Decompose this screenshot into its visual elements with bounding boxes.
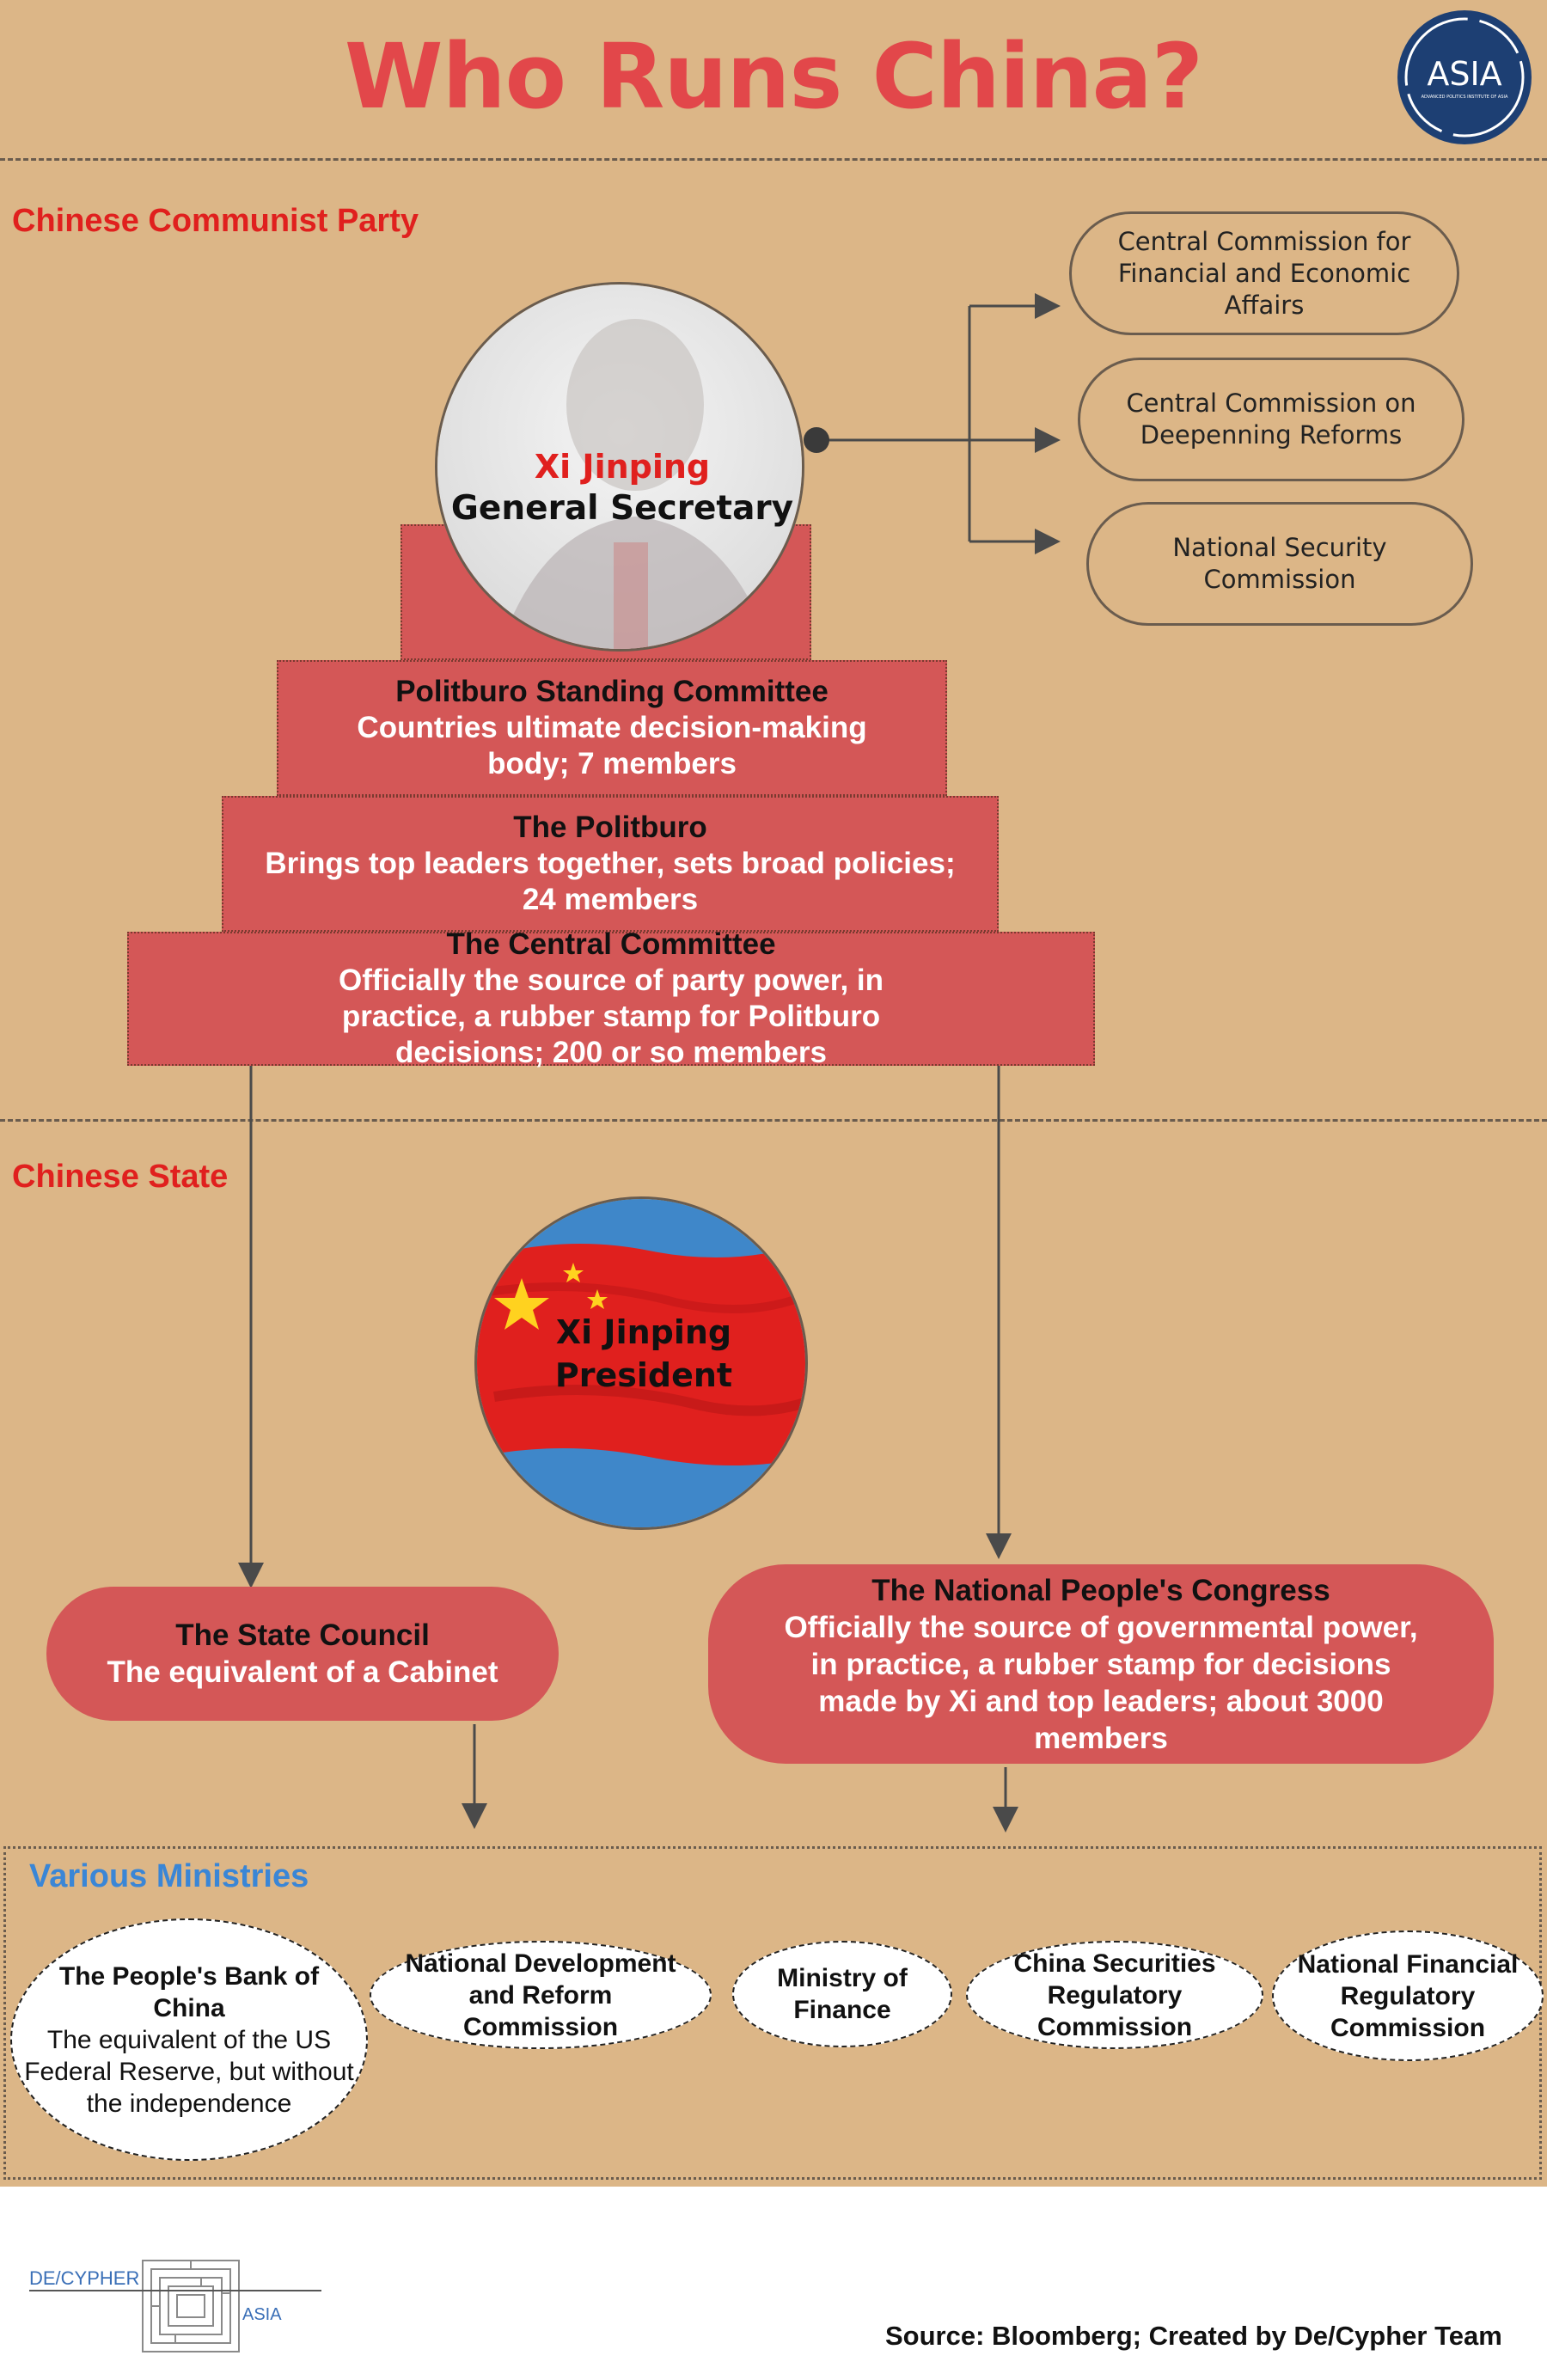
logo-rule bbox=[29, 2290, 321, 2291]
ministry-finance-title: Ministry of Finance bbox=[777, 1964, 908, 2024]
page-title: Who Runs China? bbox=[344, 24, 1203, 129]
source-credit: Source: Bloomberg; Created by De/Cypher … bbox=[885, 2321, 1502, 2351]
party-section-label: Chinese Communist Party bbox=[12, 203, 419, 239]
decypher-logo: DE/CYPHER ASIA bbox=[29, 2259, 321, 2353]
maze-icon bbox=[142, 2260, 240, 2352]
ministry-peoples-bank-title: The People's Bank of China bbox=[58, 1961, 320, 2022]
npc-title: The National People's Congress bbox=[871, 1573, 1330, 1607]
npc-pill: The National People's Congress Officiall… bbox=[708, 1564, 1494, 1764]
logo-brand-right: ASIA bbox=[242, 2305, 282, 2324]
portrait-placeholder-icon bbox=[437, 284, 802, 649]
connector-lines bbox=[238, 293, 1061, 1832]
commission-financial-economic: Central Commission for Financial and Eco… bbox=[1069, 211, 1459, 335]
state-council-desc: The equivalent of a Cabinet bbox=[107, 1655, 498, 1689]
party-leader-role: General Secretary bbox=[450, 489, 794, 528]
logo-text: ASIA bbox=[1427, 55, 1502, 93]
ministries-container bbox=[3, 1846, 1542, 2180]
top-divider bbox=[0, 158, 1547, 161]
state-council-title: The State Council bbox=[175, 1618, 430, 1652]
china-flag-icon bbox=[477, 1199, 805, 1527]
tier-standing-committee: Politburo Standing Committee Countries u… bbox=[277, 660, 947, 796]
party-leader-name: Xi Jinping bbox=[534, 448, 711, 486]
state-section-label: Chinese State bbox=[12, 1159, 229, 1195]
tier-standing-committee-title: Politburo Standing Committee bbox=[395, 675, 829, 708]
ministry-ndrc: National Development and Reform Commissi… bbox=[370, 1941, 712, 2049]
tier-central-committee-title: The Central Committee bbox=[446, 927, 776, 961]
npc-desc: Officially the source of governmental po… bbox=[784, 1610, 1418, 1755]
commission-national-security: National Security Commission bbox=[1086, 502, 1473, 626]
president-flag-circle: Xi Jinping President bbox=[474, 1196, 808, 1530]
ministries-label: Various Ministries bbox=[29, 1858, 309, 1894]
tier-central-committee: The Central Committee Officially the sou… bbox=[127, 927, 1095, 1069]
tier-central-committee-desc: Officially the source of party power, in… bbox=[338, 964, 884, 1069]
tier-standing-committee-desc: Countries ultimate decision-making body;… bbox=[357, 711, 867, 780]
ministry-finance: Ministry of Finance bbox=[732, 1941, 952, 2047]
ministry-peoples-bank: The People's Bank of China The equivalen… bbox=[10, 1918, 368, 2161]
state-council-pill: The State Council The equivalent of a Ca… bbox=[46, 1587, 559, 1721]
tier-politburo: The Politburo Brings top leaders togethe… bbox=[222, 796, 999, 932]
asia-logo: ASIA ADVANCED POLITICS INSTITUTE OF ASIA bbox=[1397, 10, 1532, 144]
tier-politburo-title: The Politburo bbox=[513, 811, 707, 844]
commission-deepening-reforms: Central Commission on Deepenning Reforms bbox=[1078, 358, 1464, 481]
ministry-nfrc-title: National Financial Regulatory Commission bbox=[1297, 1949, 1519, 2042]
state-leader-role: President bbox=[554, 1356, 733, 1394]
tier-politburo-desc: Brings top leaders together, sets broad … bbox=[265, 847, 956, 916]
connector-dot-icon bbox=[804, 427, 829, 453]
ministry-csrc-title: China Securities Regulatory Commission bbox=[1013, 1949, 1216, 2041]
ministry-ndrc-title: National Development and Reform Commissi… bbox=[405, 1949, 676, 2041]
ministry-peoples-bank-desc: The equivalent of the US Federal Reserve… bbox=[24, 2025, 354, 2118]
logo-ring-icon bbox=[1404, 17, 1525, 138]
general-secretary-portrait: Xi Jinping General Secretary bbox=[435, 282, 804, 652]
middle-divider bbox=[0, 1119, 1547, 1122]
logo-brand-left: DE/CYPHER bbox=[29, 2267, 140, 2289]
state-leader-name: Xi Jinping bbox=[555, 1313, 732, 1351]
ministry-csrc: China Securities Regulatory Commission bbox=[966, 1941, 1263, 2049]
logo-subtext: ADVANCED POLITICS INSTITUTE OF ASIA bbox=[1421, 95, 1508, 100]
ministry-nfrc: National Financial Regulatory Commission bbox=[1272, 1930, 1544, 2061]
